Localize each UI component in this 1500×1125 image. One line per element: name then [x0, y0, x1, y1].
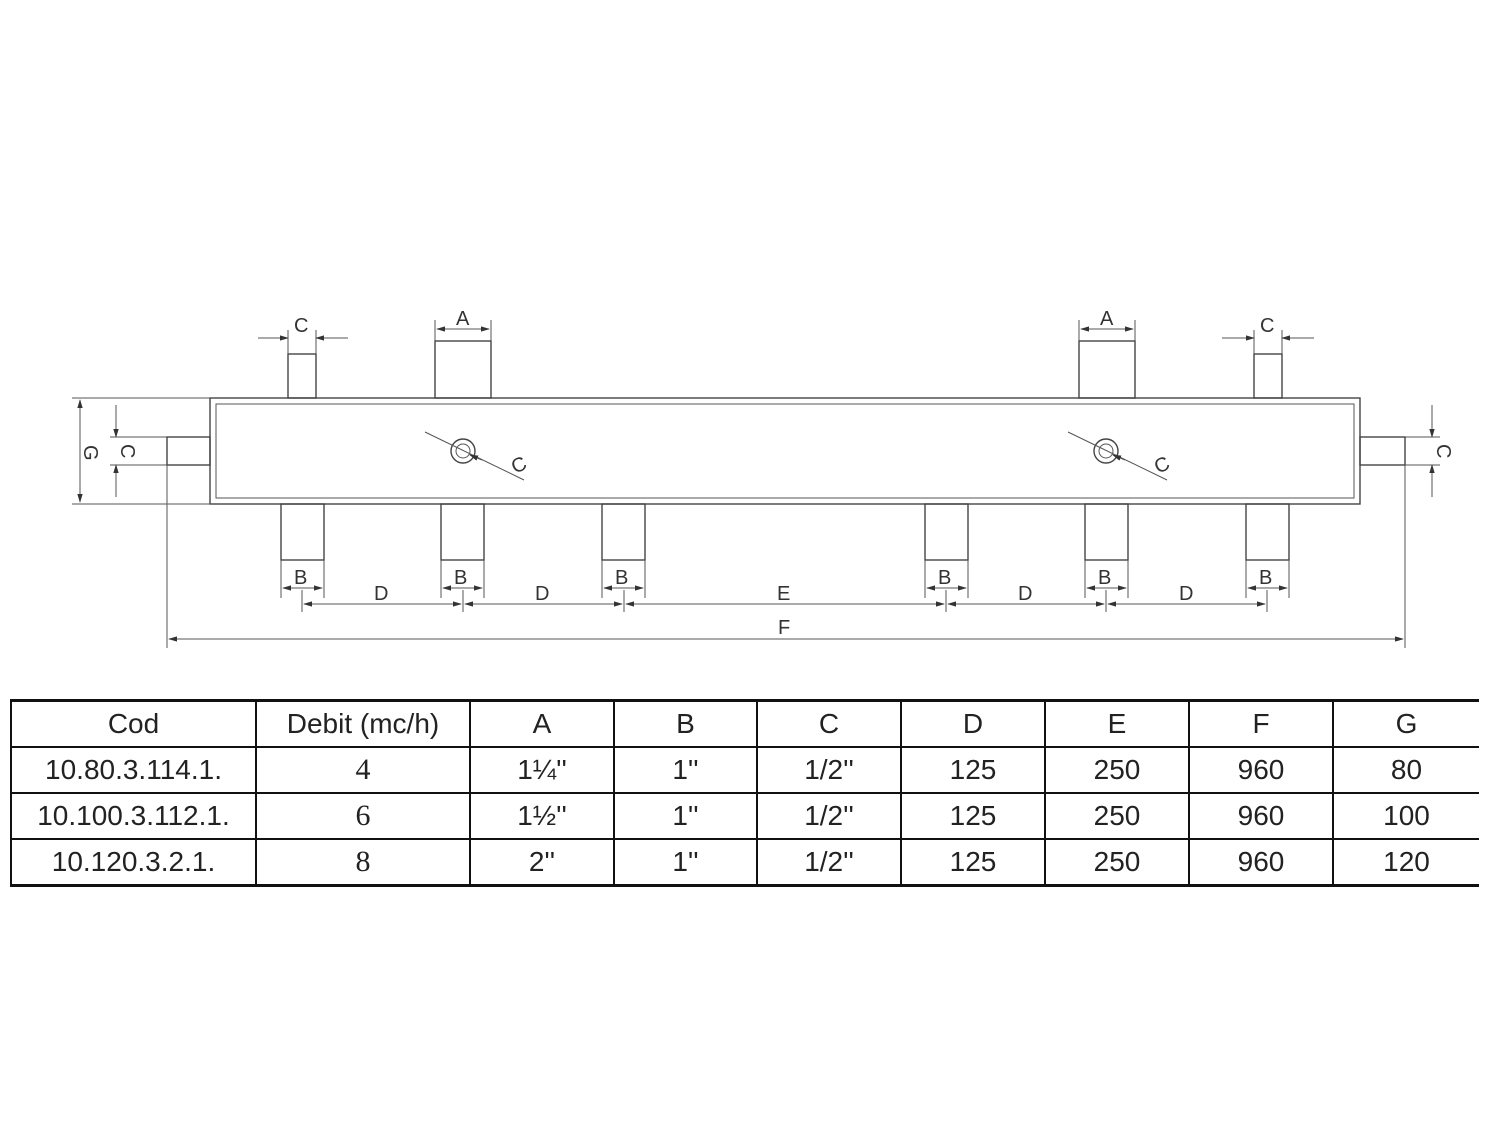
specification-table: Cod Debit (mc/h) A B C D E F G 10.80.3.1…: [10, 699, 1479, 887]
svg-text:B: B: [454, 567, 467, 589]
cell-a: 1¼'': [469, 746, 615, 794]
cell-b: 1'': [613, 838, 758, 887]
svg-text:B: B: [1098, 567, 1111, 589]
cell-d: 125: [900, 746, 1046, 794]
dimension-c-left-side: C: [110, 405, 167, 497]
cell-f: 960: [1188, 792, 1334, 840]
header-f: F: [1188, 699, 1334, 748]
header-e: E: [1044, 699, 1190, 748]
bottom-pipe-4: [924, 503, 969, 561]
cell-d: 125: [900, 792, 1046, 840]
table-row: 10.80.3.114.1. 4 1¼'' 1'' 1/2'' 125 250 …: [10, 746, 1479, 794]
dimension-g: G: [72, 397, 210, 505]
dimension-b-row: B B B B B B: [280, 560, 1290, 598]
svg-text:E: E: [777, 583, 790, 605]
top-pipe-a-right: [1078, 340, 1136, 399]
svg-text:D: D: [1179, 583, 1193, 605]
dimension-d-e-row: D D E D D: [301, 583, 1268, 612]
cell-g: 100: [1332, 792, 1479, 840]
top-pipe-c-left: [287, 353, 317, 399]
cell-a: 2'': [469, 838, 615, 887]
top-pipe-a-left: [434, 340, 492, 399]
left-side-connection: [166, 436, 211, 466]
cell-debit: 6: [255, 792, 471, 840]
svg-text:A: A: [456, 308, 470, 330]
cell-a: 1½'': [469, 792, 615, 840]
svg-text:A: A: [1100, 308, 1114, 330]
top-pipe-c-right: [1253, 353, 1283, 399]
dimension-a-top-right: A: [1078, 308, 1136, 341]
svg-text:B: B: [938, 567, 951, 589]
bottom-pipe-6: [1245, 503, 1290, 561]
table-row: 10.120.3.2.1. 8 2'' 1'' 1/2'' 125 250 96…: [10, 838, 1479, 887]
header-d: D: [900, 699, 1046, 748]
header-cod: Cod: [10, 699, 257, 748]
svg-text:D: D: [1018, 583, 1032, 605]
cell-f: 960: [1188, 838, 1334, 887]
table-header-row: Cod Debit (mc/h) A B C D E F G: [10, 699, 1479, 748]
cell-debit: 4: [255, 746, 471, 794]
svg-text:D: D: [374, 583, 388, 605]
dimension-f: F: [166, 465, 1406, 648]
svg-text:C: C: [294, 315, 308, 337]
dimension-c-right-side: C: [1405, 405, 1454, 497]
bottom-pipe-1: [280, 503, 325, 561]
svg-text:G: G: [79, 445, 101, 461]
cell-e: 250: [1044, 746, 1190, 794]
manifold-technical-drawing: C A A C C C G C: [72, 308, 1454, 648]
svg-text:B: B: [615, 567, 628, 589]
dimension-a-top-left: A: [434, 308, 492, 341]
table-row: 10.100.3.112.1. 6 1½'' 1'' 1/2'' 125 250…: [10, 792, 1479, 840]
dimension-c-top-left: C: [258, 315, 348, 354]
cell-debit: 8: [255, 838, 471, 887]
right-side-connection: [1359, 436, 1406, 466]
cell-b: 1'': [613, 792, 758, 840]
cell-e: 250: [1044, 838, 1190, 887]
header-g: G: [1332, 699, 1479, 748]
svg-text:D: D: [535, 583, 549, 605]
svg-text:C: C: [1260, 315, 1274, 337]
cell-g: 80: [1332, 746, 1479, 794]
cell-cod: 10.120.3.2.1.: [10, 838, 257, 887]
svg-text:C: C: [116, 444, 138, 458]
header-a: A: [469, 699, 615, 748]
bottom-pipe-2: [440, 503, 485, 561]
front-socket-left: [424, 431, 525, 481]
dimension-c-socket-left: C: [508, 452, 530, 478]
cell-c: 1/2'': [756, 792, 902, 840]
front-socket-right: [1067, 431, 1168, 481]
cell-cod: 10.100.3.112.1.: [10, 792, 257, 840]
manifold-body: [209, 397, 1361, 505]
cell-cod: 10.80.3.114.1.: [10, 746, 257, 794]
cell-f: 960: [1188, 746, 1334, 794]
cell-e: 250: [1044, 792, 1190, 840]
cell-c: 1/2'': [756, 746, 902, 794]
cell-g: 120: [1332, 838, 1479, 887]
dimension-c-top-right: C: [1222, 315, 1314, 354]
svg-text:B: B: [294, 567, 307, 589]
header-debit: Debit (mc/h): [255, 699, 471, 748]
svg-text:B: B: [1259, 567, 1272, 589]
header-b: B: [613, 699, 758, 748]
svg-text:F: F: [778, 617, 790, 639]
header-c: C: [756, 699, 902, 748]
dimension-c-socket-right: C: [1151, 452, 1173, 478]
bottom-pipe-3: [601, 503, 646, 561]
cell-c: 1/2'': [756, 838, 902, 887]
cell-b: 1'': [613, 746, 758, 794]
bottom-pipe-5: [1084, 503, 1129, 561]
svg-text:C: C: [1432, 444, 1454, 458]
cell-d: 125: [900, 838, 1046, 887]
